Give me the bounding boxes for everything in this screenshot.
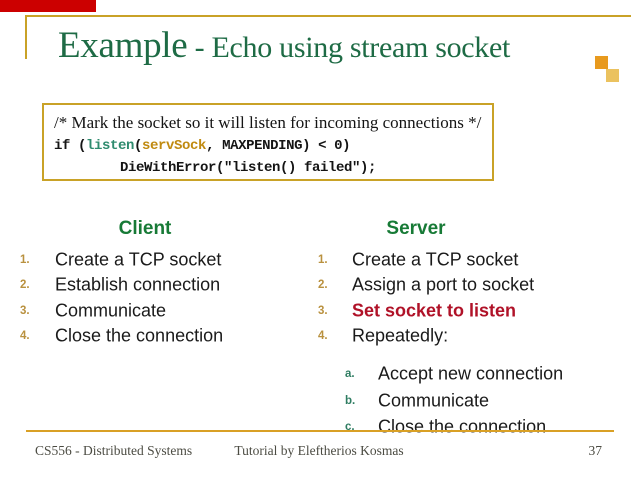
client-column: Client 1. Create a TCP socket 2. Establi… xyxy=(0,218,310,349)
server-subitem-c-text: Close the connection xyxy=(378,416,547,437)
server-subitem-b-letter: b. xyxy=(345,394,356,407)
decor-square-gold xyxy=(606,69,619,82)
server-item-3-number: 3. xyxy=(318,304,328,317)
server-subitem-a-letter: a. xyxy=(345,368,355,381)
client-item-4-number: 4. xyxy=(20,330,30,343)
client-item-1: 1. Create a TCP socket xyxy=(0,247,310,273)
client-item-3-number: 3. xyxy=(20,304,30,317)
top-border-line xyxy=(25,15,631,17)
client-item-4: 4. Close the connection xyxy=(0,324,310,350)
left-border-line xyxy=(25,15,27,59)
code-var-servsock: servSock xyxy=(142,138,207,154)
server-item-3: 3. Set socket to listen xyxy=(310,298,638,324)
slide-title-lead: Example xyxy=(58,25,188,66)
footer-course-label: CS556 - Distributed Systems xyxy=(35,443,193,458)
server-item-4-text: Repeatedly: xyxy=(352,325,449,346)
server-item-1-number: 1. xyxy=(318,253,328,266)
client-header: Client xyxy=(118,218,172,239)
server-item-1: 1. Create a TCP socket xyxy=(310,247,638,273)
server-header: Server xyxy=(386,218,446,239)
server-subitem-c: c. Close the connection xyxy=(310,414,638,441)
client-item-2-text: Establish connection xyxy=(55,274,221,295)
client-item-2: 2. Establish connection xyxy=(0,273,310,299)
server-subitem-a-text: Accept new connection xyxy=(378,363,564,384)
server-column: Server 1. Create a TCP socket 2. Assign … xyxy=(310,218,638,441)
footer-author-label: Tutorial by Eleftherios Kosmas xyxy=(234,443,404,458)
server-item-2-text: Assign a port to socket xyxy=(352,274,535,295)
server-subitem-b: b. Communicate xyxy=(310,388,638,415)
footer-page-number: 37 xyxy=(588,443,603,458)
code-box: /* Mark the socket so it will listen for… xyxy=(42,103,494,181)
server-item-3-text: Set socket to listen xyxy=(352,300,517,321)
code-if: if ( xyxy=(54,138,87,154)
server-item-4: 4. Repeatedly: xyxy=(310,324,638,350)
server-subitem-a: a. Accept new connection xyxy=(310,361,638,388)
code-keyword-listen: listen xyxy=(86,138,135,154)
server-item-2: 2. Assign a port to socket xyxy=(310,273,638,299)
server-subitem-b-text: Communicate xyxy=(378,390,490,411)
server-subitem-c-letter: c. xyxy=(345,421,355,434)
slide-title: Example - Echo using stream socket xyxy=(58,24,633,67)
server-sublist-gap xyxy=(310,349,638,361)
client-item-4-text: Close the connection xyxy=(55,325,224,346)
code-line-diewitherror: DieWithError("listen() failed"); xyxy=(120,160,377,176)
client-item-1-number: 1. xyxy=(20,253,30,266)
footer-divider-line xyxy=(26,430,614,432)
code-comment: /* Mark the socket so it will listen for… xyxy=(54,113,482,132)
decor-square-orange xyxy=(595,56,608,69)
slide-title-rest: - Echo using stream socket xyxy=(187,31,511,64)
code-paren: ( xyxy=(134,138,143,154)
client-item-2-number: 2. xyxy=(20,279,30,292)
code-line-if: if (listen(servSock, MAXPENDING) < 0) xyxy=(54,135,482,157)
server-item-4-number: 4. xyxy=(318,330,328,343)
client-item-1-text: Create a TCP socket xyxy=(55,249,222,270)
server-item-1-text: Create a TCP socket xyxy=(352,249,519,270)
red-corner-bar xyxy=(0,0,96,12)
code-tail: , MAXPENDING) < 0) xyxy=(206,138,351,154)
server-item-2-number: 2. xyxy=(318,279,328,292)
client-item-3: 3. Communicate xyxy=(0,298,310,324)
client-item-3-text: Communicate xyxy=(55,300,167,321)
